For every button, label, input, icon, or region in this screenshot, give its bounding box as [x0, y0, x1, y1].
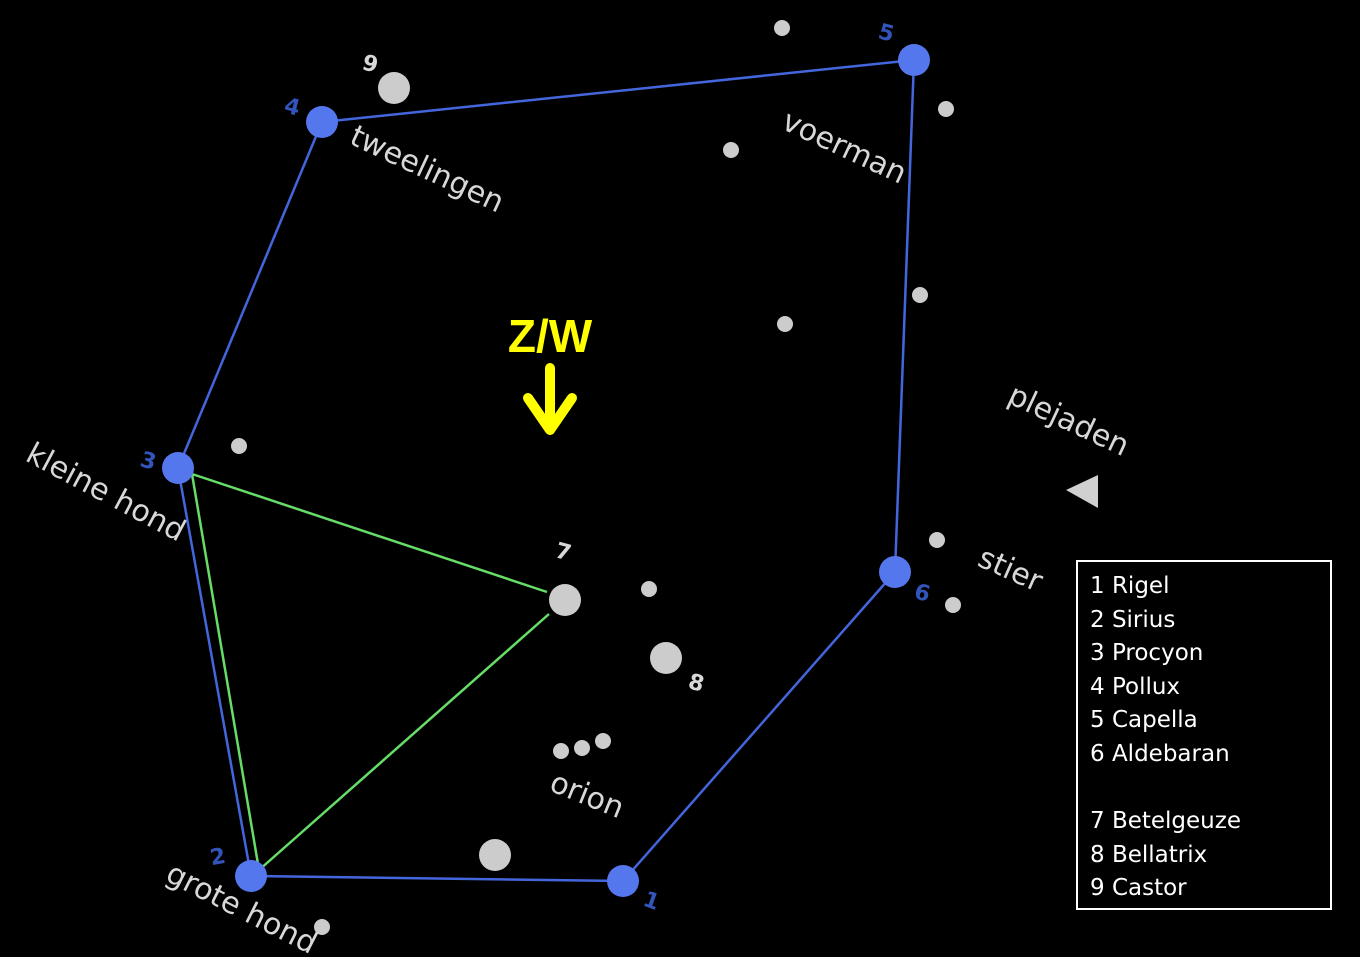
inner-line-2-7: [258, 613, 550, 871]
inner-line-3-2: [190, 473, 261, 871]
legend-item: 6 Aldebaran: [1090, 740, 1230, 767]
minor-star: [553, 743, 569, 759]
minor-star: [574, 740, 590, 756]
legend-spacer: [1090, 772, 1318, 806]
minor-star: [723, 142, 739, 158]
star-1: [607, 865, 639, 897]
outer-line-5-6: [893, 59, 916, 573]
minor-star: [314, 919, 330, 935]
star-number-9: 9: [359, 50, 380, 78]
star-8: [650, 642, 682, 674]
star-2: [235, 860, 267, 892]
pleiades-triangle-icon: [1066, 475, 1098, 508]
minor-stars: [231, 20, 961, 935]
star-number-5: 5: [875, 19, 896, 47]
star-number-7: 7: [552, 538, 573, 566]
outer-line-3-4: [176, 121, 324, 469]
minor-star: [945, 597, 961, 613]
star-4: [306, 106, 338, 138]
outer-line-4-5: [321, 58, 915, 124]
legend-box: 1 Rigel 2 Sirius 3 Procyon 4 Pollux 5 Ca…: [1076, 560, 1332, 910]
minor-star: [929, 532, 945, 548]
legend-item: 2 Sirius: [1090, 606, 1176, 633]
legend-item: 7 Betelgeuze: [1090, 808, 1241, 835]
star-6: [879, 556, 911, 588]
minor-star: [641, 581, 657, 597]
label-tweelingen: tweelingen: [345, 119, 510, 221]
minor-star: [938, 101, 954, 117]
star-number-1: 1: [640, 887, 663, 916]
minor-star: [479, 839, 511, 871]
outer-line-6-1: [622, 571, 896, 882]
star-number-6: 6: [911, 579, 932, 607]
legend-item: 9 Castor: [1090, 875, 1187, 902]
minor-star: [912, 287, 928, 303]
minor-star: [774, 20, 790, 36]
label-orion: orion: [545, 765, 629, 826]
star-7: [549, 584, 581, 616]
direction-label: Z/W: [508, 310, 593, 362]
constellation-labels: tweelingen voerman kleine hond plejaden stie…: [20, 104, 1134, 957]
outer-line-2-3: [176, 467, 253, 877]
inner-line-3-7: [191, 472, 548, 594]
legend-item: 4 Pollux: [1090, 673, 1181, 700]
minor-star: [595, 733, 611, 749]
outer-line-1-2: [250, 874, 624, 883]
star-9: [378, 72, 410, 104]
star-numbers: 1 2 3 4 5 6 7 8 9: [137, 19, 932, 915]
star-number-2: 2: [208, 844, 227, 871]
legend-item: 3 Procyon: [1090, 640, 1204, 667]
asterism-lines: [176, 58, 916, 883]
star-number-8: 8: [685, 669, 706, 697]
label-stier: stier: [973, 540, 1049, 599]
minor-star: [777, 316, 793, 332]
star-number-3: 3: [137, 447, 158, 475]
label-voerman: voerman: [777, 104, 912, 192]
main-stars: [162, 44, 930, 897]
legend-item: 1 Rigel: [1090, 573, 1170, 599]
star-number-4: 4: [281, 93, 302, 121]
down-arrow-icon: [523, 363, 577, 435]
minor-star: [231, 438, 247, 454]
legend-item: 5 Capella: [1090, 707, 1198, 734]
star-5: [898, 44, 930, 76]
star-3: [162, 452, 194, 484]
label-plejaden: plejaden: [1003, 378, 1135, 464]
legend-item: 8 Bellatrix: [1090, 841, 1208, 868]
label-kleine-hond: kleine hond: [20, 436, 191, 549]
